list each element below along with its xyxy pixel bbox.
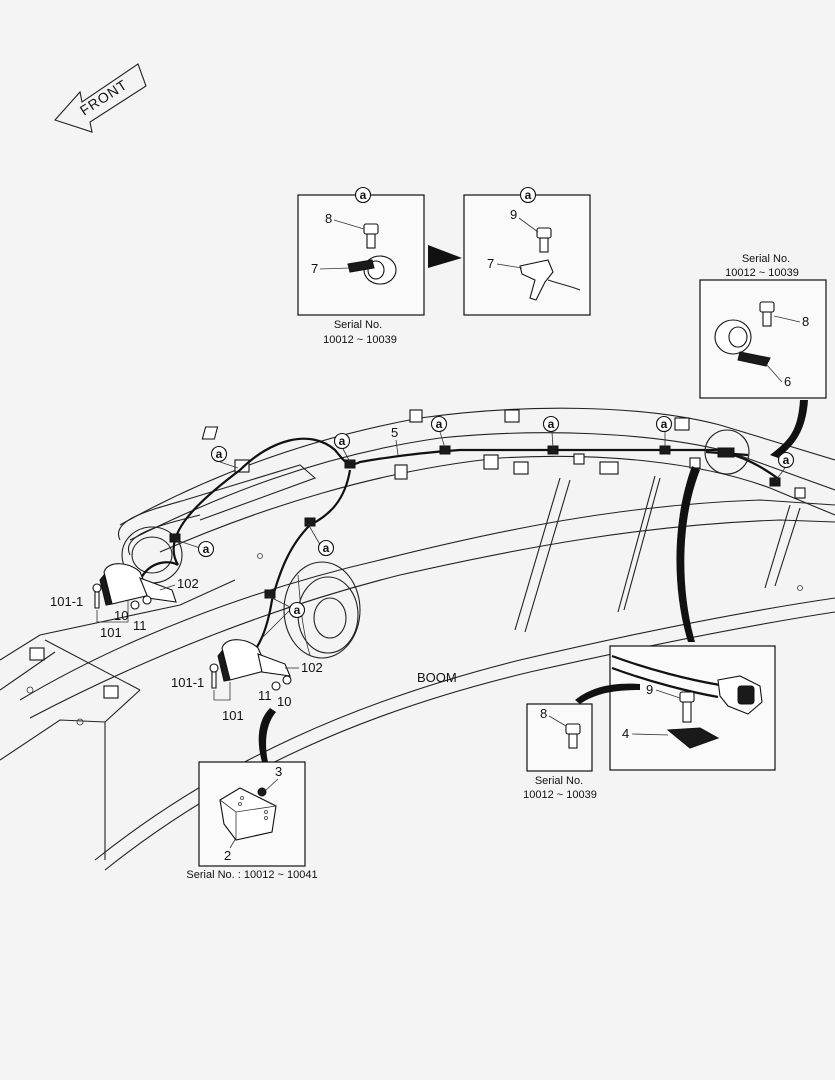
part-label-9-box2: 9 [510, 207, 517, 222]
front-arrow-icon: FRONT [54, 63, 147, 133]
callout-a-9: a [288, 601, 306, 619]
serial-bottom-left: Serial No. : 10012 ~ 10041 [186, 869, 317, 881]
callout-a-7: a [317, 539, 335, 557]
part-label-101-lower: 101 [222, 708, 244, 723]
serial-bottom-right-2: 10012 ~ 10039 [523, 789, 597, 801]
svg-text:a: a [548, 417, 555, 431]
part-label-11-upper: 11 [133, 618, 147, 633]
part-label-10-lower: 10 [277, 694, 291, 709]
part-label-102-upper: 102 [177, 576, 199, 591]
svg-text:a: a [203, 542, 210, 556]
part-label-8-box3: 8 [802, 314, 809, 329]
svg-text:a: a [360, 188, 367, 202]
svg-text:a: a [783, 453, 790, 467]
pointer-icon [770, 400, 808, 458]
part-label-11-lower: 11 [258, 688, 272, 703]
callout-a-8: a [197, 540, 215, 558]
work-lamp-upper [99, 563, 177, 610]
serial-bottom-right-1: Serial No. [535, 775, 583, 787]
boom-structure [0, 407, 835, 871]
detail-box-top-right: 8 6 [699, 279, 827, 399]
callout-a-6: a [777, 451, 795, 469]
bulb-icon [209, 663, 219, 689]
arrow-right-icon [428, 245, 462, 268]
detail-box-bottom-right-small: 8 [526, 703, 593, 772]
part-label-7-box1: 7 [311, 261, 318, 276]
serial-top-right-1: Serial No. [742, 253, 790, 265]
detail-box-top-left: a 8 7 [297, 186, 425, 316]
svg-text:a: a [525, 188, 532, 202]
serial-top-left-2: 10012 ~ 10039 [323, 334, 397, 346]
part-label-2: 2 [224, 848, 231, 863]
callout-a-1: a [210, 445, 228, 463]
svg-text:a: a [216, 447, 223, 461]
callout-a-4: a [542, 415, 560, 433]
part-label-8-box5: 8 [540, 706, 547, 721]
callout-a-2: a [333, 432, 351, 450]
front-label: FRONT [77, 76, 130, 118]
bulb-icon [92, 583, 102, 609]
detail-box-bottom-right-large: 9 4 [609, 645, 776, 771]
pointer-icon [258, 708, 276, 762]
serial-top-left-1: Serial No. [334, 319, 382, 331]
part-label-101-1-lower: 101-1 [171, 675, 204, 690]
svg-text:a: a [661, 417, 668, 431]
callout-a-5: a [655, 415, 673, 433]
svg-text:a: a [323, 541, 330, 555]
callout-a-3: a [430, 415, 448, 433]
pointer-icon [575, 683, 640, 704]
part-label-4-box4: 4 [622, 726, 629, 741]
part-label-7-box2: 7 [487, 256, 494, 271]
part-label-101-1-upper: 101-1 [50, 594, 83, 609]
callout-leaders [175, 431, 786, 639]
detail-box-bottom-left: 3 2 [198, 761, 306, 867]
svg-text:a: a [294, 603, 301, 617]
boom-label: BOOM [417, 670, 457, 685]
part-label-3: 3 [275, 764, 282, 779]
part-label-5: 5 [391, 425, 398, 440]
svg-text:a: a [436, 417, 443, 431]
part-label-9-box4: 9 [646, 682, 653, 697]
pointer-icon [676, 466, 700, 642]
svg-text:a: a [339, 434, 346, 448]
detail-box-top-middle: a 9 7 [463, 186, 591, 316]
part-label-6-box3: 6 [784, 374, 791, 389]
work-lamp-lower [217, 639, 292, 691]
part-label-10-upper: 10 [114, 608, 128, 623]
part-label-8-box1: 8 [325, 211, 332, 226]
serial-top-right-2: 10012 ~ 10039 [725, 267, 799, 279]
part-label-102-lower: 102 [301, 660, 323, 675]
part-label-101-upper: 101 [100, 625, 122, 640]
